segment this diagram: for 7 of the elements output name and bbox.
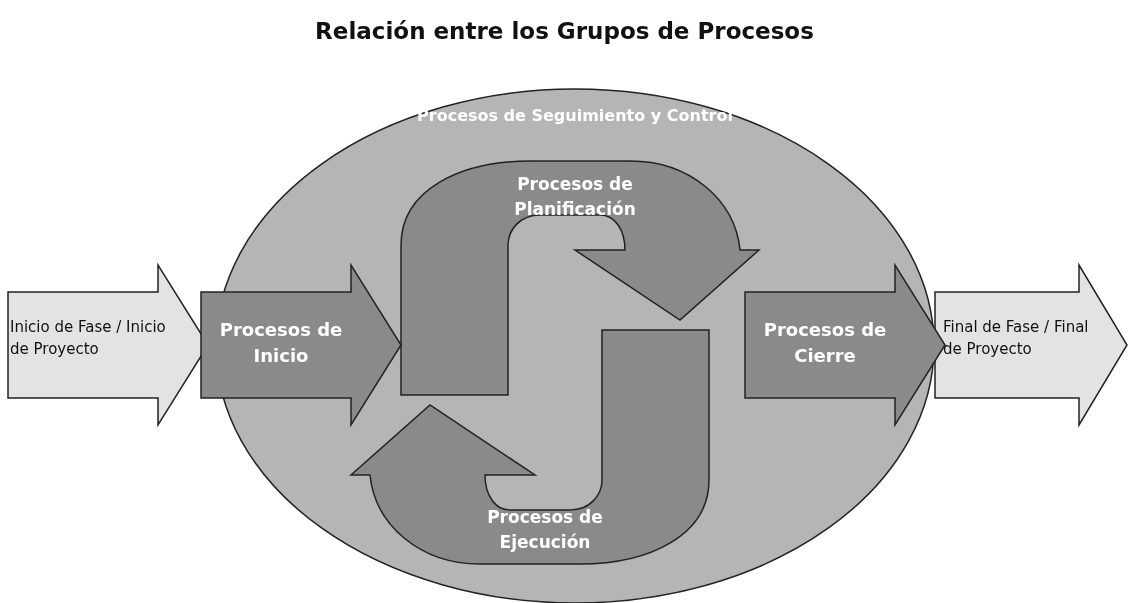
diagram-title: Relación entre los Grupos de Procesos	[314, 18, 815, 44]
process-label: Procesos de Cierre	[762, 318, 888, 369]
process-label: Procesos de Planificación	[513, 173, 637, 221]
process-label: Procesos de Ejecución	[486, 506, 604, 554]
process-label: Inicio de Fase / Inicio de Proyecto	[10, 317, 167, 360]
process-label: Final de Fase / Final de Proyecto	[943, 317, 1090, 360]
process-label: Procesos de Inicio	[218, 318, 344, 369]
